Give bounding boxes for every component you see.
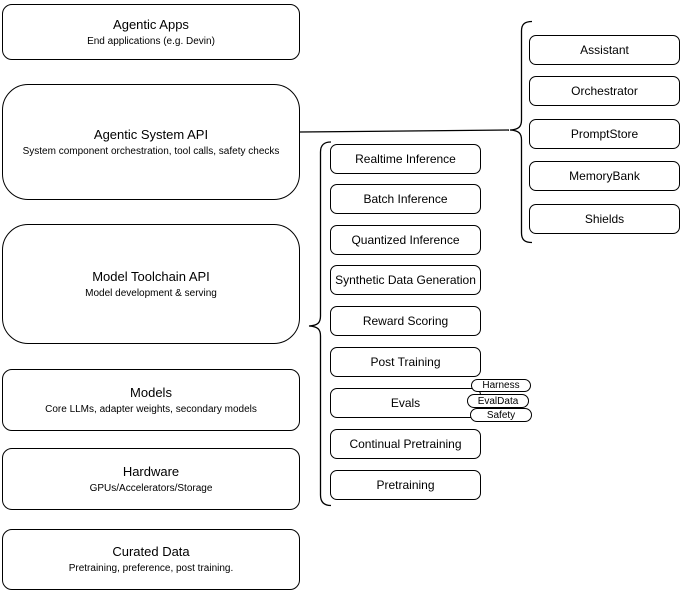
node-subtitle: GPUs/Accelerators/Storage	[89, 482, 213, 494]
node-reward-scoring: Reward Scoring	[330, 306, 481, 336]
node-batch-inference: Batch Inference	[330, 184, 481, 214]
node-title: Hardware	[122, 463, 180, 479]
node-agentic-system-api: Agentic System API System component orch…	[2, 84, 300, 200]
node-memorybank: MemoryBank	[529, 161, 680, 191]
middle-column-brace	[308, 141, 332, 507]
node-subtitle: End applications (e.g. Devin)	[87, 35, 215, 47]
node-promptstore: PromptStore	[529, 119, 680, 149]
node-post-training: Post Training	[330, 347, 481, 377]
node-title: Curated Data	[112, 544, 190, 559]
node-subtitle: Pretraining, preference, post training.	[68, 563, 234, 574]
node-pretraining: Pretraining	[330, 470, 481, 500]
tag-harness: Harness	[471, 379, 531, 392]
node-orchestrator: Orchestrator	[529, 76, 680, 106]
node-model-toolchain-api: Model Toolchain API Model development & …	[2, 224, 300, 344]
node-title: Models	[130, 384, 172, 400]
node-hardware: Hardware GPUs/Accelerators/Storage	[2, 448, 300, 510]
node-subtitle: System component orchestration, tool cal…	[22, 145, 280, 157]
tag-evaldata: EvalData	[467, 394, 529, 408]
node-subtitle: Core LLMs, adapter weights, secondary mo…	[45, 403, 257, 415]
node-subtitle: Model development & serving	[85, 287, 217, 299]
system-api-connector-line	[299, 129, 510, 133]
node-shields: Shields	[529, 204, 680, 234]
node-agentic-apps: Agentic Apps End applications (e.g. Devi…	[2, 4, 300, 60]
node-synthetic-data-generation: Synthetic Data Generation	[330, 265, 481, 295]
node-realtime-inference: Realtime Inference	[330, 144, 481, 174]
node-title: Agentic System API	[93, 126, 209, 142]
tag-safety: Safety	[470, 408, 532, 422]
node-assistant: Assistant	[529, 35, 680, 65]
node-quantized-inference: Quantized Inference	[330, 225, 481, 255]
node-title: Agentic Apps	[113, 16, 189, 32]
node-title: Model Toolchain API	[92, 268, 210, 284]
node-evals: Evals	[330, 388, 481, 418]
node-models: Models Core LLMs, adapter weights, secon…	[2, 369, 300, 431]
node-continual-pretraining: Continual Pretraining	[330, 429, 481, 459]
node-curated-data: Curated Data Pretraining, preference, po…	[2, 529, 300, 590]
